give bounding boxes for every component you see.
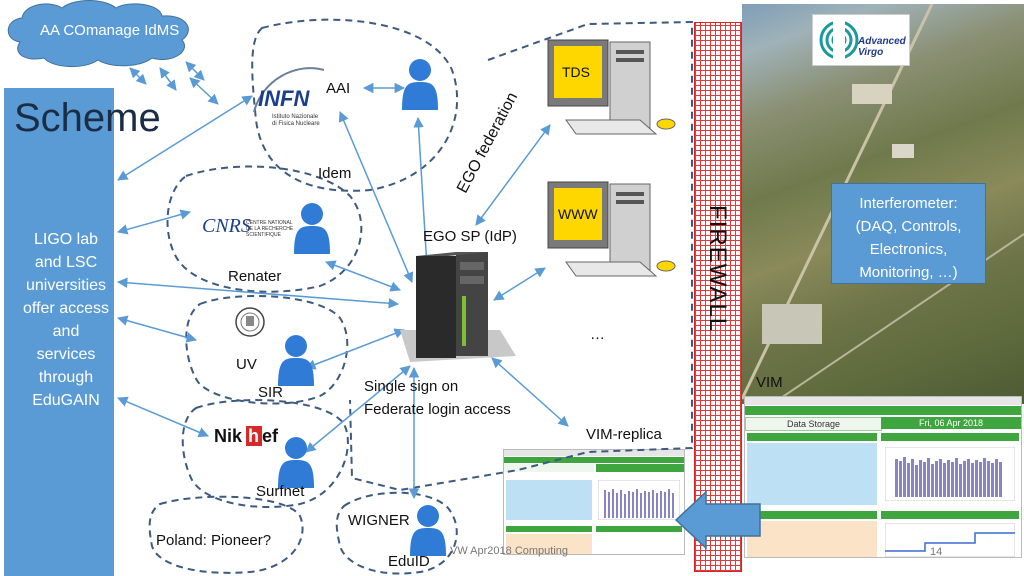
surfnet-group-border xyxy=(181,399,349,508)
advanced-virgo-text: Advanced Virgo xyxy=(858,36,906,58)
firewall-wall xyxy=(694,22,742,572)
idem-label: Idem xyxy=(318,165,352,182)
vim-screenshot: Data Storage Fri, 06 Apr 2018 xyxy=(744,396,1022,558)
surfnet-label: Surfnet xyxy=(256,483,305,500)
svg-text:CNRS: CNRS xyxy=(202,215,251,237)
tds-label: TDS xyxy=(562,64,590,80)
uv-label: UV xyxy=(236,356,257,373)
svg-text:DE LA RECHERCHE: DE LA RECHERCHE xyxy=(246,226,294,232)
ego-server-icon xyxy=(400,252,516,362)
replication-arrow xyxy=(674,490,761,550)
vim-bar-chart xyxy=(885,447,1015,501)
page-number: 14 xyxy=(930,546,943,558)
aai-user-icon xyxy=(402,59,438,110)
sir-user-icon xyxy=(278,335,314,386)
surfnet-user-icon xyxy=(278,437,314,488)
sir-label: SIR xyxy=(258,384,284,401)
poland-group-border xyxy=(148,495,304,574)
cloud-label: AA COmanage IdMS xyxy=(40,22,180,39)
svg-text:ef: ef xyxy=(262,426,279,446)
renater-user-icon xyxy=(294,203,330,254)
ego-sp-label: EGO SP (IdP) xyxy=(423,228,517,245)
vim-label: VIM xyxy=(756,374,783,391)
svg-text:Nik: Nik xyxy=(214,426,243,446)
svg-text:di Fisica Nucleare: di Fisica Nucleare xyxy=(272,121,320,127)
vim-replica-label: VIM-replica xyxy=(586,426,662,443)
wigner-label: WIGNER xyxy=(348,512,410,529)
cloud-shape xyxy=(7,0,189,67)
renater-label: Renater xyxy=(228,268,282,285)
aai-label: AAI xyxy=(326,80,351,97)
vim-date: Fri, 06 Apr 2018 xyxy=(881,417,1021,429)
advanced-virgo-logo xyxy=(812,14,910,66)
infn-logo: INFN Istituto Nazionale di Fisica Nuclea… xyxy=(253,67,325,127)
www-label: WWW xyxy=(558,206,598,222)
sso-line2: Federate login access xyxy=(364,401,511,418)
wigner-user-icon xyxy=(410,505,446,556)
tds-computer-icon xyxy=(547,39,676,135)
svg-text:INFN: INFN xyxy=(258,86,310,111)
interferometer-box: Interferometer: (DAQ, Controls, Electron… xyxy=(831,183,986,284)
poland-label: Poland: Pioneer? xyxy=(156,532,272,549)
cnrs-logo: CNRS CENTRE NATIONAL DE LA RECHERCHE SCI… xyxy=(202,215,294,238)
aerial-photo-features xyxy=(742,4,1024,404)
svg-text:CENTRE NATIONAL: CENTRE NATIONAL xyxy=(246,220,293,226)
uv-seal-logo xyxy=(235,307,265,337)
eduid-label: EduID xyxy=(388,553,430,570)
sso-line1: Single sign on xyxy=(364,378,459,395)
svg-text:Istituto Nazionale: Istituto Nazionale xyxy=(272,114,319,120)
www-computer-icon xyxy=(547,181,676,277)
ego-federation-border xyxy=(349,20,693,492)
nikhef-logo: Nik h ef xyxy=(214,426,279,446)
ellipsis-label: … xyxy=(590,326,605,343)
scheme-side-panel xyxy=(4,88,114,576)
ligo-lab-text: LIGO lab and LSC universities offer acce… xyxy=(23,231,109,409)
svg-text:h: h xyxy=(248,426,259,446)
svg-text:SCIENTIFIQUE: SCIENTIFIQUE xyxy=(246,232,282,238)
footer-text: VW Apr2018 Computing xyxy=(450,545,569,557)
